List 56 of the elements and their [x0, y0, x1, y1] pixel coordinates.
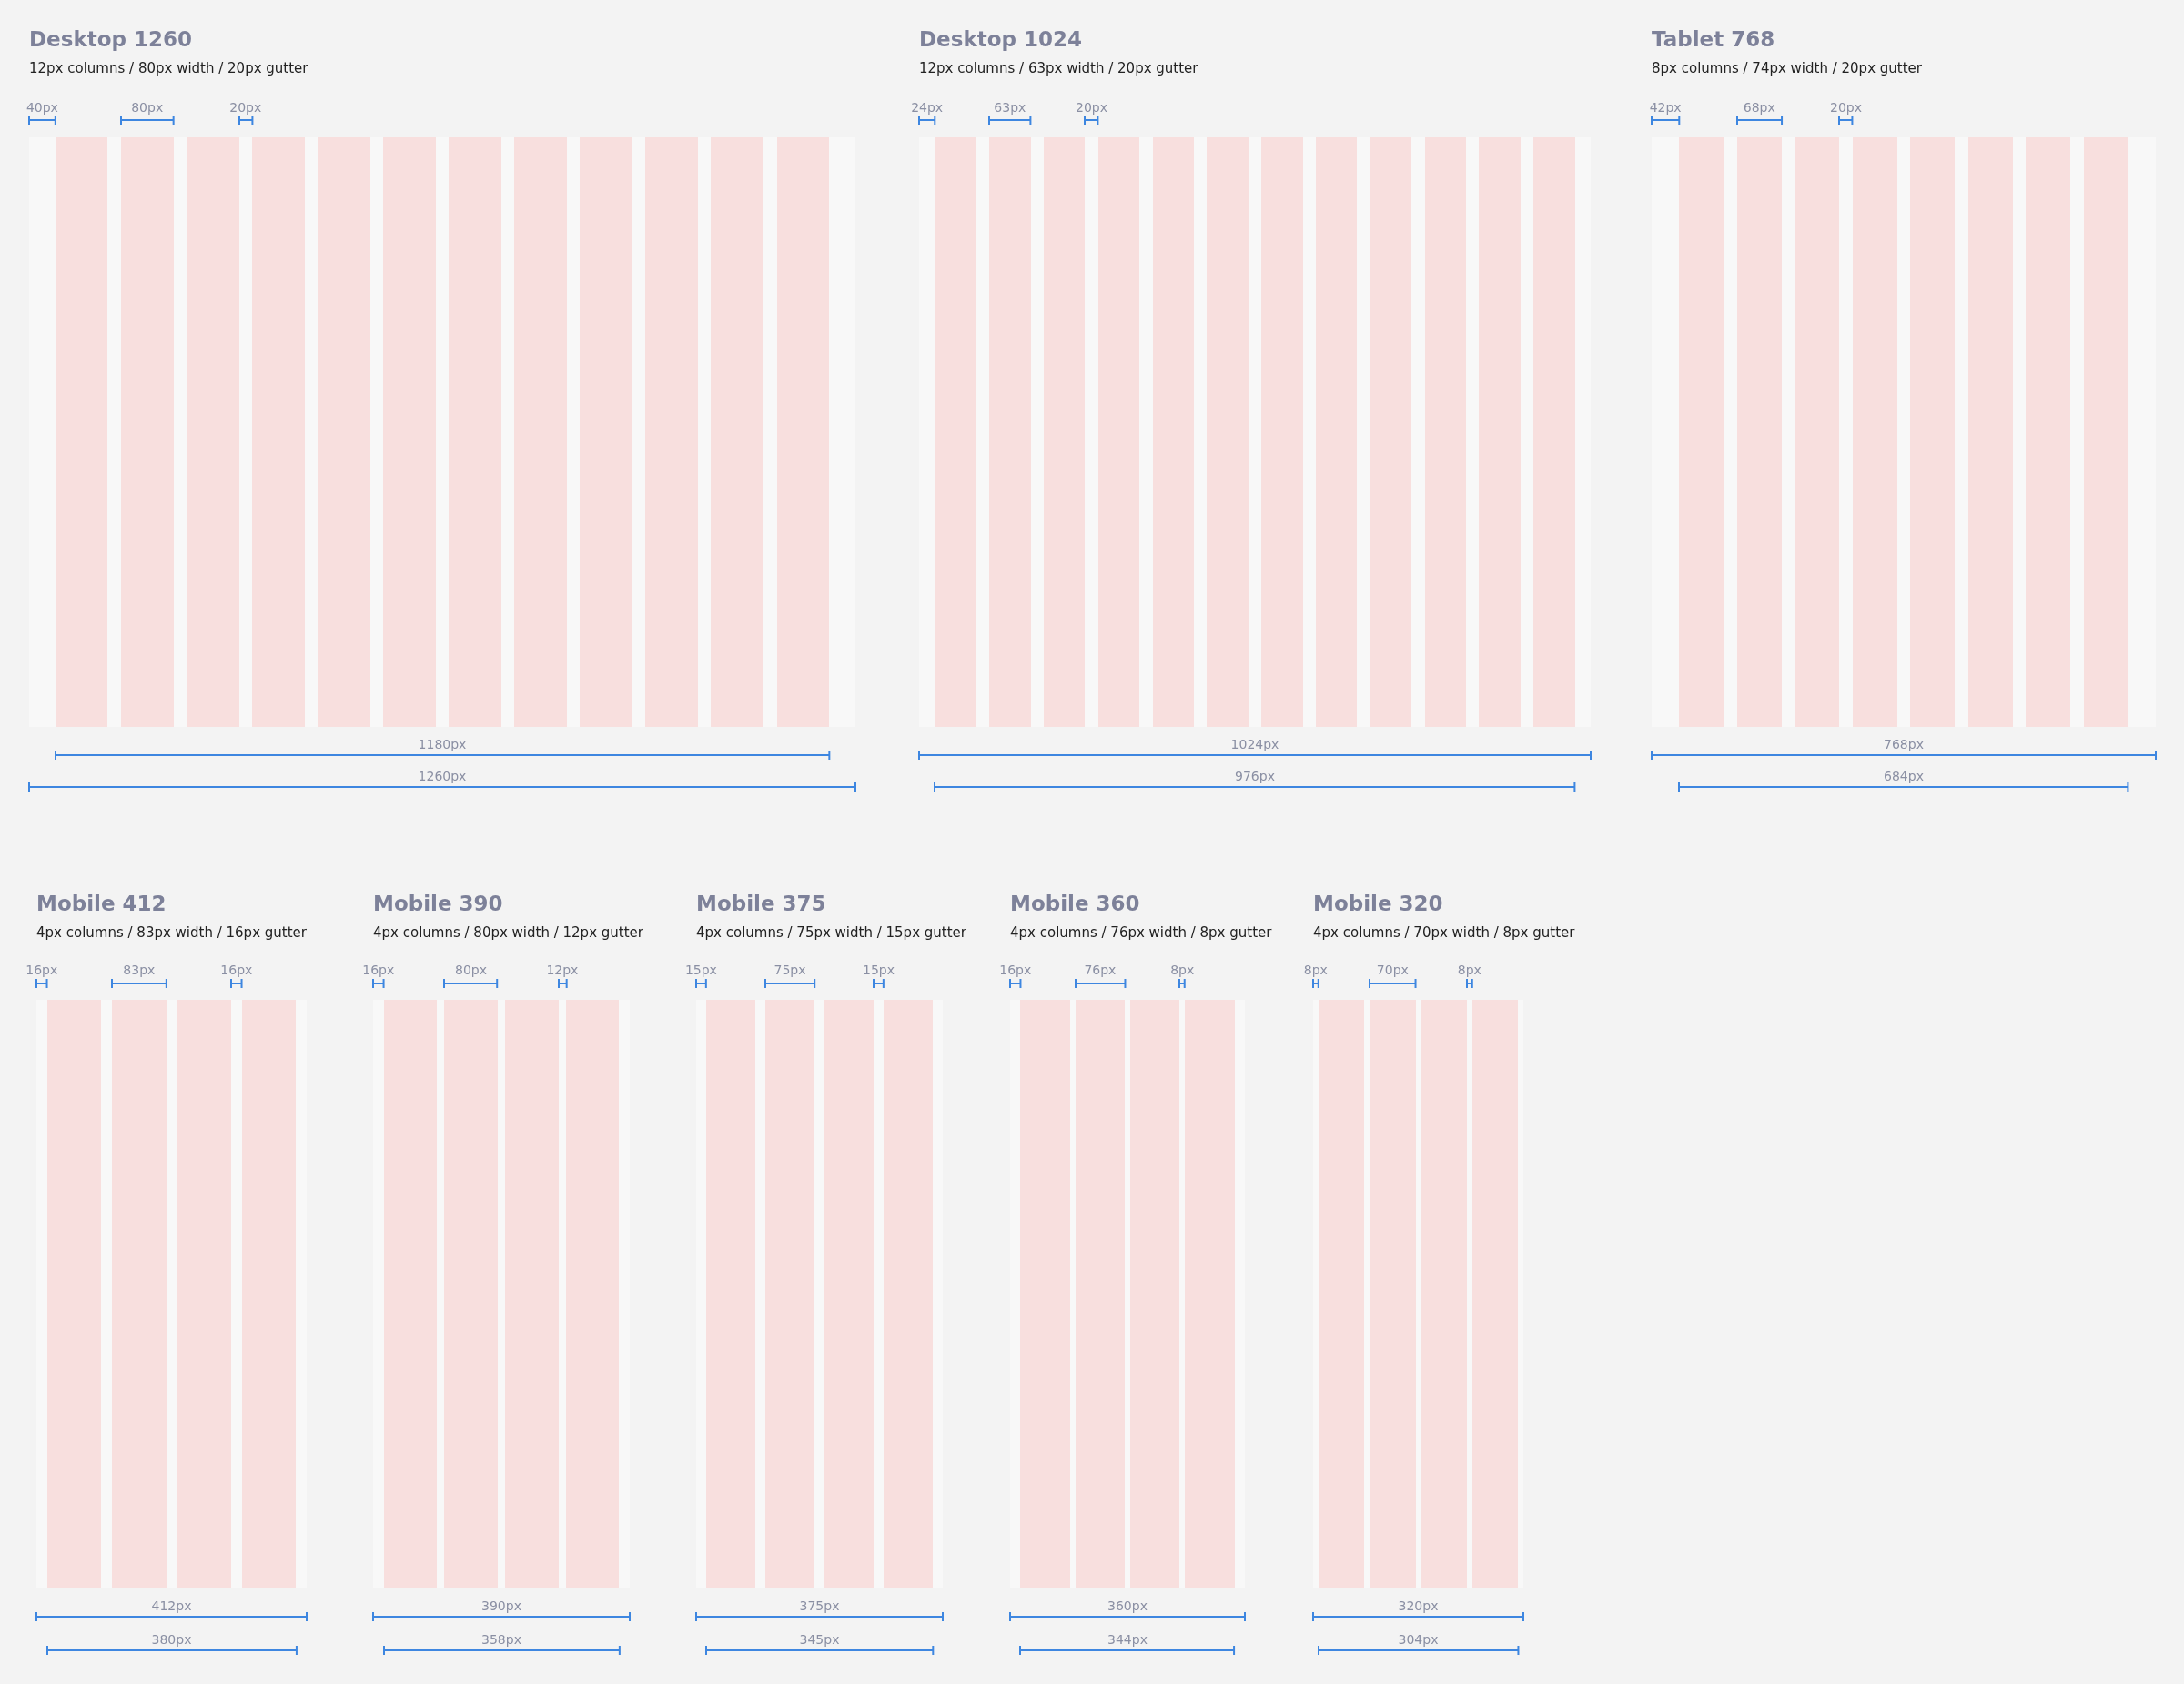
dimension-label: 375px	[799, 1598, 840, 1613]
panel-title: Mobile 375	[696, 892, 826, 915]
dimension-label: 1260px	[418, 769, 467, 783]
grid-spec-text: 12px columns / 80px width / 20px gutter	[29, 60, 308, 76]
grid-spec-text: 4px columns / 80px width / 12px gutter	[373, 924, 643, 941]
dimension-label: 15px	[684, 963, 717, 977]
dimension-label: 40px	[25, 100, 58, 115]
panel-title: Desktop 1260	[29, 27, 192, 51]
dimension-label: 16px	[220, 963, 253, 977]
panel-title: Desktop 1024	[919, 27, 1082, 51]
dimension-label: 76px	[1084, 963, 1117, 977]
dimension-label: 68px	[1743, 100, 1775, 115]
panel-title: Mobile 360	[1010, 892, 1140, 915]
dimension-label: 684px	[1884, 769, 1924, 783]
dimension-label: 83px	[123, 963, 156, 977]
panel-title: Mobile 390	[373, 892, 503, 915]
grid-spec-text: 4px columns / 83px width / 16px gutter	[36, 924, 307, 941]
dimension-label: 80px	[455, 963, 488, 977]
dimension-label: 412px	[151, 1598, 192, 1613]
dimension-label: 16px	[25, 963, 58, 977]
dimension-label: 390px	[481, 1598, 521, 1613]
dimension-label: 344px	[1107, 1632, 1148, 1647]
dimension-label: 1024px	[1230, 737, 1279, 751]
grid-spec-text: 4px columns / 70px width / 8px gutter	[1313, 924, 1575, 941]
dimension-label: 320px	[1398, 1598, 1439, 1613]
grid-spec-text: 4px columns / 75px width / 15px gutter	[696, 924, 966, 941]
dimension-label: 16px	[999, 963, 1032, 977]
panel-title: Tablet 768	[1652, 27, 1775, 51]
dimension-label: 380px	[151, 1632, 192, 1647]
dimension-label: 345px	[799, 1632, 840, 1647]
dimension-label: 16px	[362, 963, 395, 977]
dimension-label: 70px	[1376, 963, 1409, 977]
dimension-label: 304px	[1398, 1632, 1439, 1647]
dimension-label: 768px	[1884, 737, 1924, 751]
dimension-label: 75px	[774, 963, 806, 977]
dimension-label: 15px	[863, 963, 895, 977]
dimension-label: 360px	[1107, 1598, 1148, 1613]
grid-spec-text: 4px columns / 76px width / 8px gutter	[1010, 924, 1272, 941]
dimension-label: 8px	[1170, 963, 1195, 977]
dimension-label: 24px	[911, 100, 944, 115]
dimension-label: 8px	[1303, 963, 1328, 977]
panel-title: Mobile 320	[1313, 892, 1443, 915]
dimension-label: 20px	[1076, 100, 1108, 115]
grid-spec-text: 8px columns / 74px width / 20px gutter	[1652, 60, 1922, 76]
dimension-label: 12px	[546, 963, 579, 977]
dimension-label: 976px	[1235, 769, 1275, 783]
dimension-label: 80px	[131, 100, 164, 115]
dimension-label: 8px	[1457, 963, 1481, 977]
panel-title: Mobile 412	[36, 892, 167, 915]
dimension-label: 20px	[1830, 100, 1862, 115]
grid-spec-text: 12px columns / 63px width / 20px gutter	[919, 60, 1198, 76]
dimension-label: 42px	[1649, 100, 1682, 115]
dimension-label: 63px	[994, 100, 1026, 115]
dimension-label: 1180px	[418, 737, 467, 751]
dimension-label: 20px	[229, 100, 262, 115]
dimension-label: 358px	[481, 1632, 521, 1647]
